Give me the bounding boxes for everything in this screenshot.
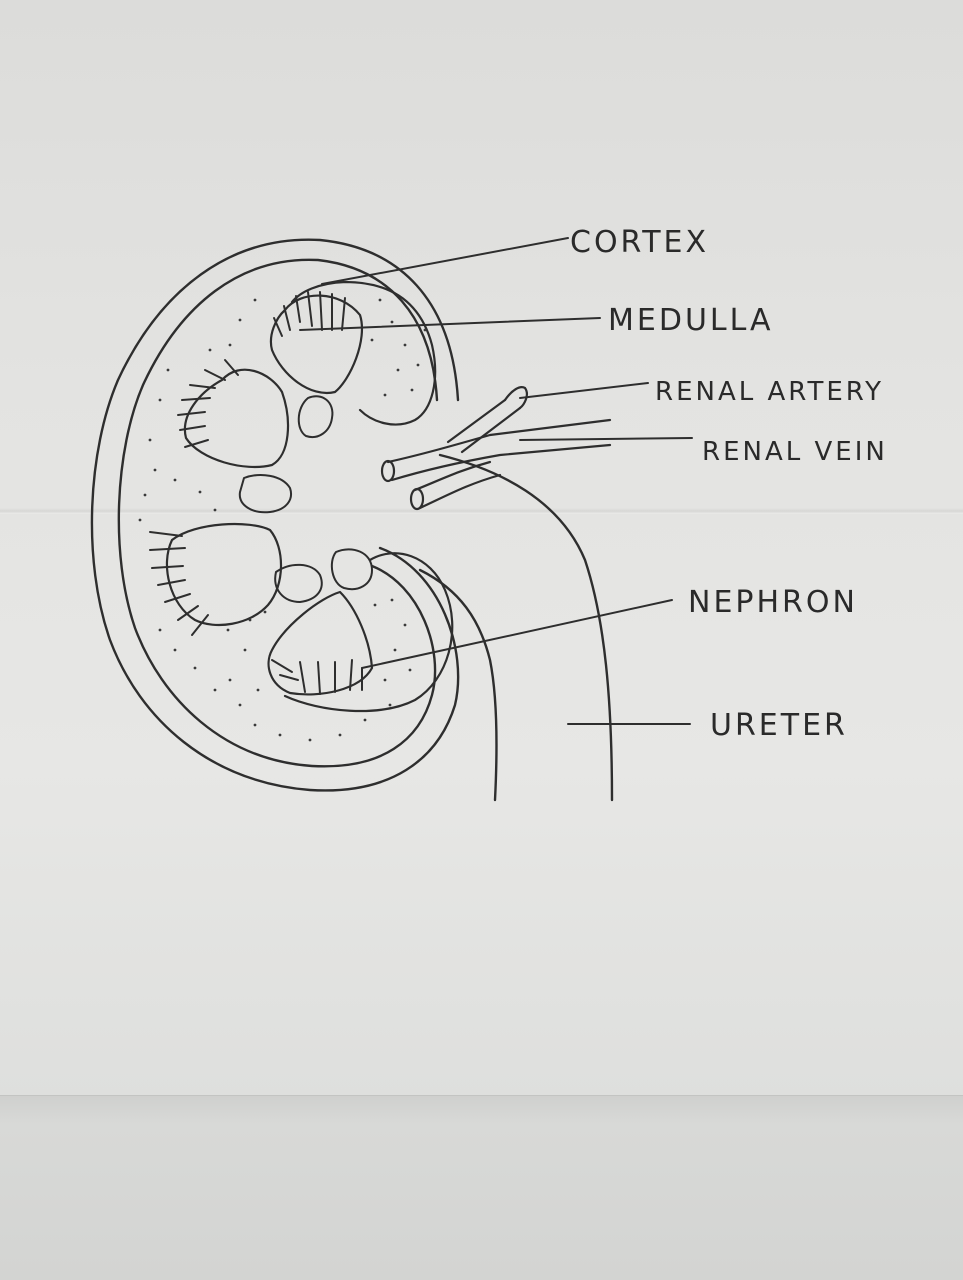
renal-vessels [380, 386, 612, 511]
renal-artery-leader-line [519, 382, 649, 399]
renal-vein-leader-line [519, 437, 693, 441]
label-renal-vein: RENAL VEIN [702, 437, 888, 467]
label-ureter: URETER [710, 708, 848, 743]
pyramid-hatching [149, 291, 363, 695]
cortex-leader-line [321, 237, 569, 285]
ureter-tube [418, 453, 614, 802]
minor-calyces [238, 395, 373, 603]
kidney-capsule [90, 238, 460, 792]
medulla-pyramids [165, 294, 374, 696]
paper-bottom-edge [0, 1095, 963, 1280]
paper-fold [0, 508, 963, 514]
label-nephron: NEPHRON [688, 585, 858, 620]
label-medulla: MEDULLA [608, 303, 774, 338]
upper-lobe-outline [290, 280, 437, 426]
lower-lobe-outline [283, 552, 454, 713]
medulla-leader-line [299, 317, 601, 331]
cortex-stipple [138, 298, 427, 742]
leader-lines [299, 237, 693, 725]
label-cortex: CORTEX [570, 225, 709, 260]
nephron-leader-line [361, 599, 673, 669]
label-renal-artery: RENAL ARTERY [655, 377, 884, 407]
